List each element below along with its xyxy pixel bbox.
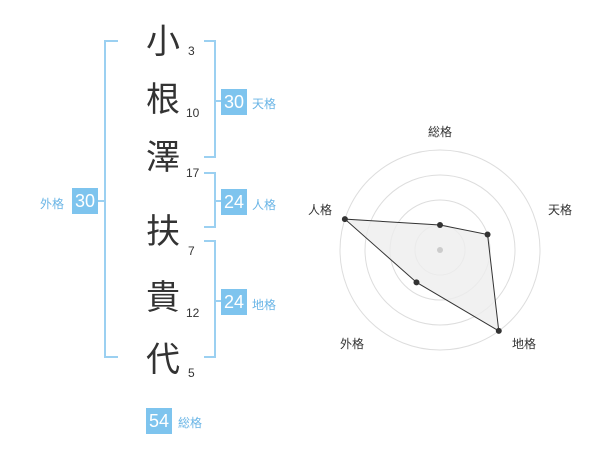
radar-axis-label-5: 人格 — [308, 202, 332, 217]
radar-point-3 — [495, 327, 502, 334]
radar-point-2 — [484, 231, 491, 238]
name-char-4: 扶 — [146, 212, 180, 252]
jinkaku-label: 人格 — [252, 198, 277, 212]
stroke-count-1: 3 — [188, 44, 195, 58]
radar-center-dot — [437, 247, 443, 253]
name-char-2: 根 — [146, 80, 180, 120]
name-char-5: 貴 — [146, 278, 180, 318]
chikaku-value-badge: 24 — [221, 289, 247, 315]
radar-axis-label-1: 総格 — [428, 124, 452, 139]
tenkaku-value-badge: 30 — [221, 89, 247, 115]
stroke-count-5: 12 — [186, 306, 200, 320]
name-char-6: 代 — [146, 340, 180, 380]
radar-axis-label-3: 地格 — [512, 336, 536, 351]
stroke-count-3: 17 — [186, 166, 200, 180]
radar-axis-label-2: 天格 — [548, 202, 572, 217]
radar-point-1 — [437, 222, 443, 228]
name-char-1: 小 — [146, 22, 180, 62]
tenkaku-label: 天格 — [252, 97, 277, 111]
radar-polygon — [343, 218, 500, 332]
jinkaku-value-badge: 24 — [221, 189, 247, 215]
radar-point-4 — [413, 279, 420, 286]
soukaku-value-badge: 54 — [146, 408, 172, 434]
gaikaku-value-badge: 30 — [72, 188, 98, 214]
soukaku-label: 総格 — [178, 416, 203, 430]
stroke-count-4: 7 — [188, 244, 195, 258]
stroke-count-2: 10 — [186, 106, 200, 120]
radar-ring-3 — [364, 174, 516, 326]
gaikaku-label: 外格 — [40, 197, 65, 211]
chikaku-label: 地格 — [252, 298, 277, 312]
radar-axis-label-4: 外格 — [340, 336, 364, 351]
radar-ring-4 — [339, 149, 541, 351]
stroke-count-6: 5 — [188, 366, 195, 380]
radar-point-5 — [341, 216, 348, 223]
name-char-3: 澤 — [146, 138, 180, 178]
